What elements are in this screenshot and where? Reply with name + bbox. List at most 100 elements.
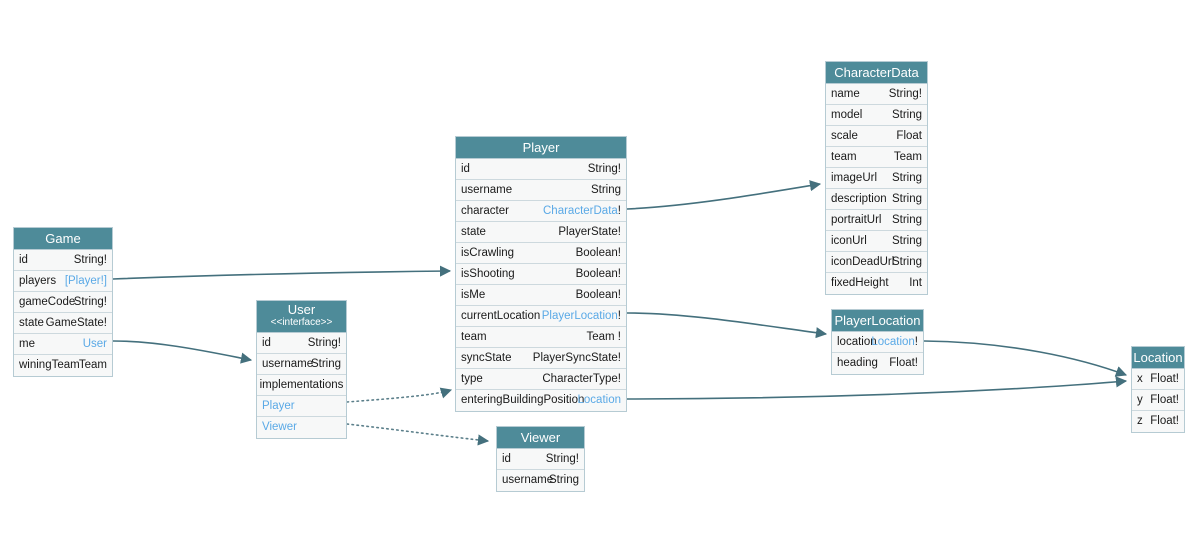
field-name: id (461, 163, 470, 175)
entity-characterdata[interactable]: CharacterData name String! model String … (825, 61, 928, 295)
field-type-link[interactable]: Location! (871, 336, 918, 348)
entity-characterdata-header: CharacterData (826, 62, 927, 84)
field-row[interactable]: isMe Boolean! (456, 285, 626, 306)
field-row[interactable]: iconUrl String (826, 231, 927, 252)
field-row[interactable]: gameCode String! (14, 292, 112, 313)
field-row[interactable]: id String! (14, 250, 112, 271)
field-name[interactable]: Viewer (262, 421, 297, 433)
field-type: Float! (1150, 415, 1179, 427)
field-row[interactable]: model String (826, 105, 927, 126)
field-row[interactable]: location Location! (832, 332, 923, 353)
edge-game-players-to-player (112, 265, 452, 280)
field-type: Float! (1150, 394, 1179, 406)
field-type: Int (909, 277, 922, 289)
field-type: String! (587, 163, 621, 175)
entity-game[interactable]: Game id String! players [Player!] gameCo… (13, 227, 113, 377)
field-row[interactable]: scale Float (826, 126, 927, 147)
edge-user-implements-player (346, 387, 453, 403)
field-row[interactable]: enteringBuildingPosition Location (456, 390, 626, 411)
field-name: id (502, 453, 511, 465)
edge-player-currentlocation-to-playerlocation (626, 312, 828, 339)
field-name: iconUrl (831, 235, 867, 247)
field-name: description (831, 193, 887, 205)
field-name: winingTeam (19, 359, 80, 371)
field-row[interactable]: name String! (826, 84, 927, 105)
field-row[interactable]: heading Float! (832, 353, 923, 374)
field-name: heading (837, 357, 878, 369)
field-row[interactable]: x Float! (1132, 369, 1184, 390)
entity-location[interactable]: Location x Float! y Float! z Float! (1131, 346, 1185, 433)
field-type-link[interactable]: [Player!] (64, 275, 107, 287)
field-row[interactable]: fixedHeight Int (826, 273, 927, 294)
field-row[interactable]: me User (14, 334, 112, 355)
field-row[interactable]: team Team ! (456, 327, 626, 348)
field-name: isMe (461, 289, 486, 301)
field-type-link[interactable]: CharacterData! (543, 205, 621, 217)
field-name: z (1137, 415, 1143, 427)
field-row[interactable]: username String (257, 354, 346, 375)
implementation-player-row[interactable]: Player (257, 396, 346, 417)
field-type: Boolean! (575, 247, 621, 259)
entity-viewer[interactable]: Viewer id String! username String (496, 426, 585, 492)
field-row[interactable]: players [Player!] (14, 271, 112, 292)
field-row[interactable]: username String (497, 470, 584, 491)
field-row[interactable]: winingTeam Team (14, 355, 112, 376)
field-name: iconDeadUrl (831, 256, 895, 268)
field-row[interactable]: isShooting Boolean! (456, 264, 626, 285)
entity-playerlocation-header: PlayerLocation (832, 310, 923, 332)
field-name: portraitUrl (831, 214, 882, 226)
field-type: Float (896, 130, 922, 142)
field-row[interactable]: id String! (257, 333, 346, 354)
edge-player-character-to-characterdata (626, 180, 822, 210)
field-name: team (461, 331, 487, 343)
field-type: String (891, 109, 922, 121)
field-type: String! (73, 254, 107, 266)
field-row[interactable]: isCrawling Boolean! (456, 243, 626, 264)
field-name: id (262, 337, 271, 349)
field-type-link[interactable]: PlayerLocation! (541, 310, 621, 322)
field-row[interactable]: type CharacterType! (456, 369, 626, 390)
field-row[interactable]: syncState PlayerSyncState! (456, 348, 626, 369)
field-row[interactable]: description String (826, 189, 927, 210)
field-row[interactable]: id String! (497, 449, 584, 470)
field-row[interactable]: team Team (826, 147, 927, 168)
field-row[interactable]: currentLocation PlayerLocation! (456, 306, 626, 327)
entity-player[interactable]: Player id String! username String charac… (455, 136, 627, 412)
field-row[interactable]: portraitUrl String (826, 210, 927, 231)
field-row[interactable]: y Float! (1132, 390, 1184, 411)
implementations-label-row: implementations (257, 375, 346, 396)
field-type: Team (893, 151, 922, 163)
field-type-link[interactable]: User (82, 338, 107, 350)
entity-user[interactable]: User <<interface>> id String! username S… (256, 300, 347, 439)
field-type-link[interactable]: Location (577, 394, 621, 406)
field-type: String! (307, 337, 341, 349)
entity-location-header: Location (1132, 347, 1184, 369)
field-row[interactable]: state PlayerState! (456, 222, 626, 243)
field-name: players (19, 275, 57, 287)
field-row[interactable]: username String (456, 180, 626, 201)
field-row[interactable]: id String! (456, 159, 626, 180)
edge-player-enteringbuildingposition-to-location (626, 376, 1128, 400)
field-name: name (831, 88, 860, 100)
field-name: x (1137, 373, 1143, 385)
implementation-viewer-row[interactable]: Viewer (257, 417, 346, 438)
field-row[interactable]: character CharacterData! (456, 201, 626, 222)
field-name: character (461, 205, 509, 217)
field-row[interactable]: imageUrl String (826, 168, 927, 189)
field-type: String (891, 214, 922, 226)
field-type: GameState! (45, 317, 107, 329)
field-row[interactable]: iconDeadUrl String (826, 252, 927, 273)
field-row[interactable]: state GameState! (14, 313, 112, 334)
field-type: Float! (889, 357, 918, 369)
entity-playerlocation[interactable]: PlayerLocation location Location! headin… (831, 309, 924, 375)
non-null-marker: ! (914, 336, 918, 348)
field-name[interactable]: Player (262, 400, 295, 412)
field-row[interactable]: z Float! (1132, 411, 1184, 432)
field-type: String! (73, 296, 107, 308)
field-name: implementations (259, 379, 344, 391)
field-name: y (1137, 394, 1143, 406)
field-name: isCrawling (461, 247, 515, 259)
field-type: String (310, 358, 341, 370)
entity-player-header: Player (456, 137, 626, 159)
